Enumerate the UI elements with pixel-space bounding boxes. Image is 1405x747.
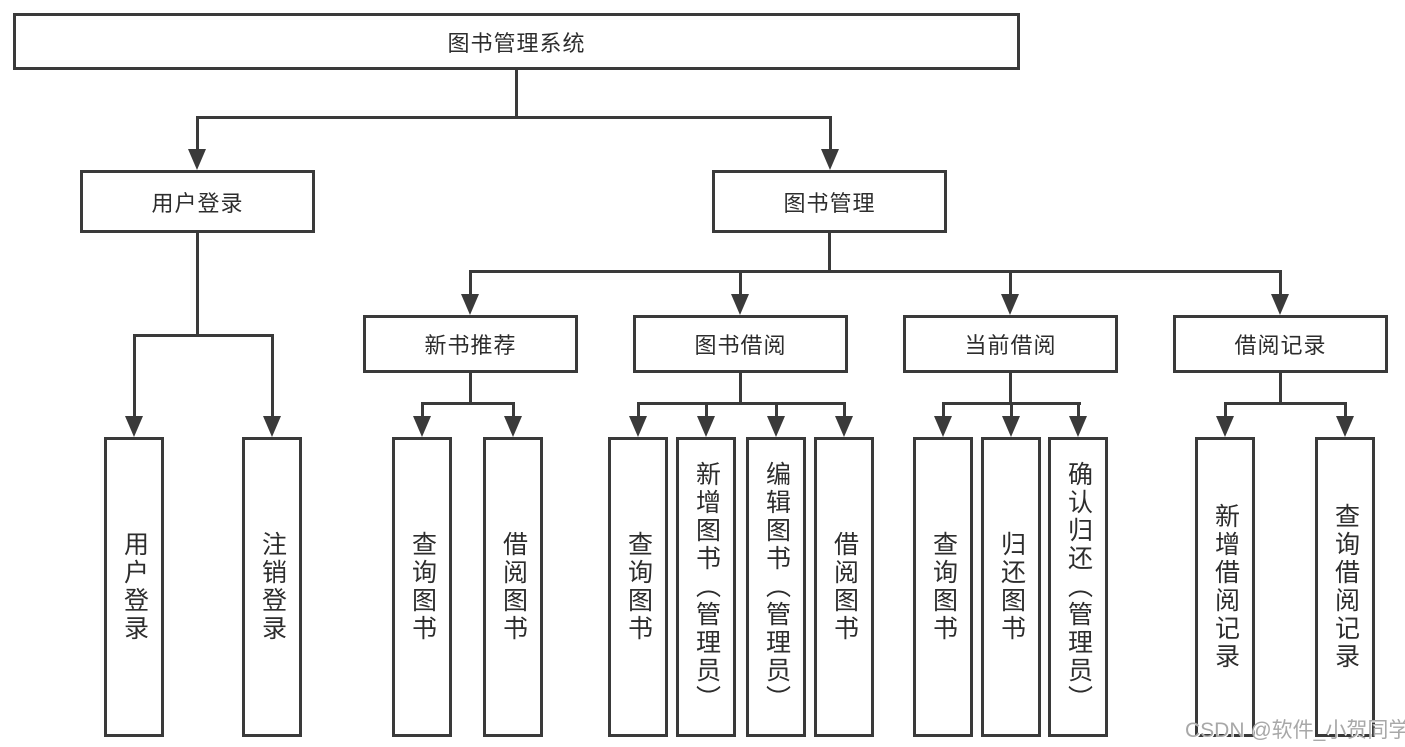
node-new-book-recommend: 新书推荐: [363, 315, 578, 373]
connector-book-mgmt-rail: [469, 270, 1282, 273]
connector-drop-book-borrowing: [739, 270, 742, 296]
leaf-logout: 注销登录: [242, 437, 302, 737]
connector-drop: [843, 402, 846, 418]
arrowhead-leaf: [934, 416, 952, 437]
arrowhead-borrow-records: [1271, 294, 1289, 315]
connector-drop: [637, 402, 640, 418]
connector-borrow-records-stem: [1279, 373, 1282, 404]
connector-new-book-stem: [469, 373, 472, 404]
connector-drop-user-login: [196, 116, 199, 152]
node-current-borrowing: 当前借阅: [903, 315, 1118, 373]
connector-drop: [775, 402, 778, 418]
connector-new-book-rail: [421, 402, 515, 405]
arrowhead-leaf: [835, 416, 853, 437]
connector-drop-leaf-login: [133, 334, 136, 418]
connector-drop-borrow-records: [1279, 270, 1282, 296]
connector-root-rail: [196, 116, 832, 119]
connector-drop: [512, 402, 515, 418]
arrowhead-leaf: [1336, 416, 1354, 437]
connector-drop: [1344, 402, 1347, 418]
connector-borrow-records-rail: [1224, 402, 1347, 405]
connector-drop: [1077, 402, 1080, 418]
arrowhead-leaf-login: [125, 416, 143, 437]
leaf-query-books-current: 查询图书: [913, 437, 973, 737]
connector-current-borrowing-stem: [1009, 373, 1012, 404]
connector-user-login-stem: [196, 233, 199, 336]
arrowhead-leaf: [629, 416, 647, 437]
node-book-management: 图书管理: [712, 170, 947, 233]
arrowhead-book-management: [821, 149, 839, 170]
arrowhead-leaf: [767, 416, 785, 437]
connector-drop-new-book: [469, 270, 472, 296]
connector-user-login-rail: [133, 334, 274, 337]
leaf-confirm-return-admin: 确认归还（管理员）: [1048, 437, 1108, 737]
arrowhead-current-borrowing: [1001, 294, 1019, 315]
leaf-borrow-book: 借阅图书: [814, 437, 874, 737]
arrowhead-leaf: [504, 416, 522, 437]
connector-drop: [942, 402, 945, 418]
connector-drop: [1010, 402, 1013, 418]
csdn-watermark: CSDN @软件_小贺同学: [1185, 719, 1405, 742]
arrowhead-book-borrowing: [731, 294, 749, 315]
connector-drop-book-management: [829, 116, 832, 152]
node-root: 图书管理系统: [13, 13, 1020, 70]
leaf-add-book-admin: 新增图书（管理员）: [676, 437, 736, 737]
connector-book-borrowing-rail: [637, 402, 846, 405]
leaf-query-books-recommend: 查询图书: [392, 437, 452, 737]
arrowhead-leaf: [1069, 416, 1087, 437]
leaf-query-books-borrowing: 查询图书: [608, 437, 668, 737]
connector-root-stem: [515, 70, 518, 118]
connector-drop-leaf-logout: [271, 334, 274, 418]
node-borrow-records: 借阅记录: [1173, 315, 1388, 373]
connector-book-borrowing-stem: [739, 373, 742, 404]
leaf-edit-book-admin: 编辑图书（管理员）: [746, 437, 806, 737]
leaf-query-borrow-record: 查询借阅记录: [1315, 437, 1375, 737]
leaf-borrow-books-recommend: 借阅图书: [483, 437, 543, 737]
arrowhead-leaf: [413, 416, 431, 437]
arrowhead-leaf: [1216, 416, 1234, 437]
arrowhead-user-login: [188, 149, 206, 170]
leaf-user-login: 用户登录: [104, 437, 164, 737]
connector-drop: [705, 402, 708, 418]
leaf-add-borrow-record: 新增借阅记录: [1195, 437, 1255, 737]
node-book-borrowing: 图书借阅: [633, 315, 848, 373]
leaf-return-book: 归还图书: [981, 437, 1041, 737]
connector-book-mgmt-stem: [828, 233, 831, 273]
node-user-login: 用户登录: [80, 170, 315, 233]
connector-drop: [1224, 402, 1227, 418]
arrowhead-leaf-logout: [263, 416, 281, 437]
connector-drop-current-borrowing: [1009, 270, 1012, 296]
arrowhead-leaf: [697, 416, 715, 437]
arrowhead-new-book: [461, 294, 479, 315]
connector-drop: [421, 402, 424, 418]
arrowhead-leaf: [1002, 416, 1020, 437]
